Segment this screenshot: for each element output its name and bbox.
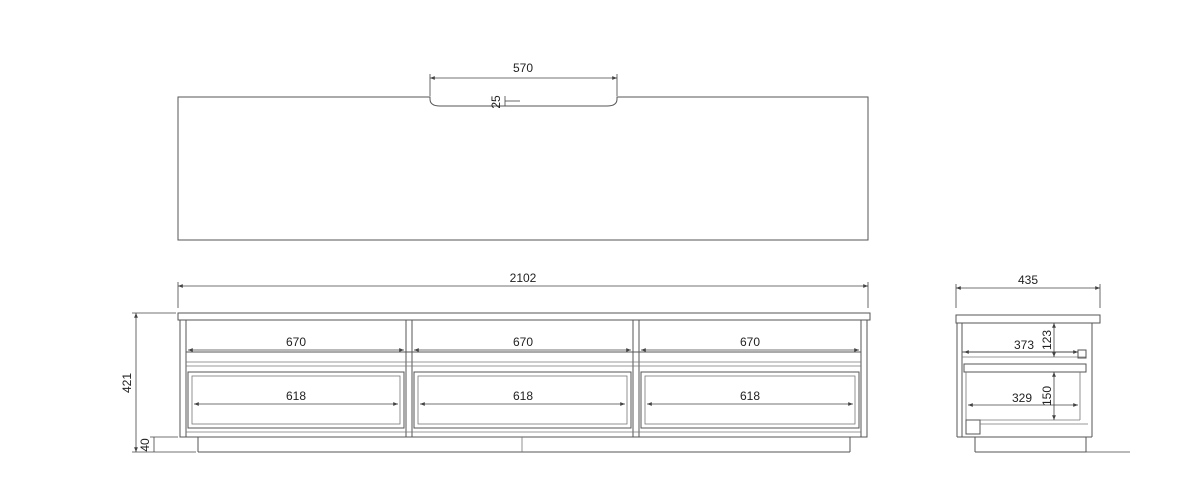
overall-width-label: 2102 [510,271,537,285]
upper-compartment-2-width-label: 670 [513,335,533,349]
side-upper-depth-label: 373 [1014,338,1034,352]
drawer-1-width-label: 618 [286,389,306,403]
front-body [179,319,868,438]
top-view: 570 25 [177,61,869,241]
drawer-3-width-label: 618 [740,389,760,403]
side-drawer-front [963,363,1087,373]
top-view-outline [177,96,869,241]
drawer-2-width-label: 618 [513,389,533,403]
side-top-board [955,314,1101,324]
front-view: 2102 670 670 670 [120,271,871,453]
side-lower-height-label: 150 [1040,386,1054,406]
front-drawer-3 [640,371,860,429]
front-drawer-1 [187,371,405,429]
front-drawer-2 [413,371,632,429]
side-upper-height-label: 123 [1040,330,1054,350]
upper-compartment-1-width-label: 670 [286,335,306,349]
side-lower-depth-label: 329 [1012,391,1032,405]
plinth-height-label: 40 [138,438,152,452]
notch-width-label: 570 [513,61,533,75]
front-top-board [177,312,871,321]
notch-depth-label: 25 [489,95,503,109]
side-stopper [1077,349,1087,359]
side-view: 435 373 123 329 150 [955,273,1130,453]
upper-compartment-3-width-label: 670 [740,335,760,349]
overall-height-label: 421 [120,373,134,393]
side-depth-label: 435 [1018,273,1038,287]
